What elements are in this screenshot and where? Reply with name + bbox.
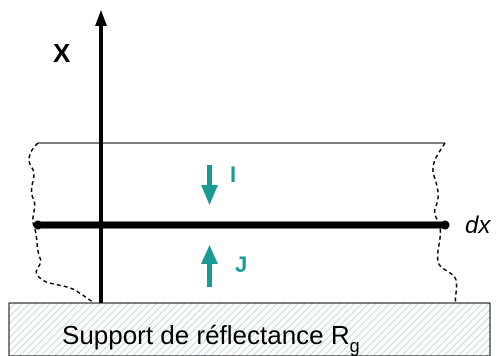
support-subscript: g [350,336,360,356]
support-substrate [8,302,491,356]
elementary-layer-right-end [440,220,450,230]
flux-down-label: I [230,162,236,187]
x-axis-label: X [53,38,71,68]
elementary-layer-left-end [33,220,43,230]
layer-left-edge [28,142,95,304]
dx-label: dx [465,212,491,239]
support-label: Support de réflectance Rg [62,320,360,356]
x-axis-arrowhead [95,10,107,26]
flux-up-label: J [235,252,247,277]
flux-down-arrow [201,165,218,205]
layer-right-edge [432,142,458,304]
flux-up-arrow [201,245,218,287]
